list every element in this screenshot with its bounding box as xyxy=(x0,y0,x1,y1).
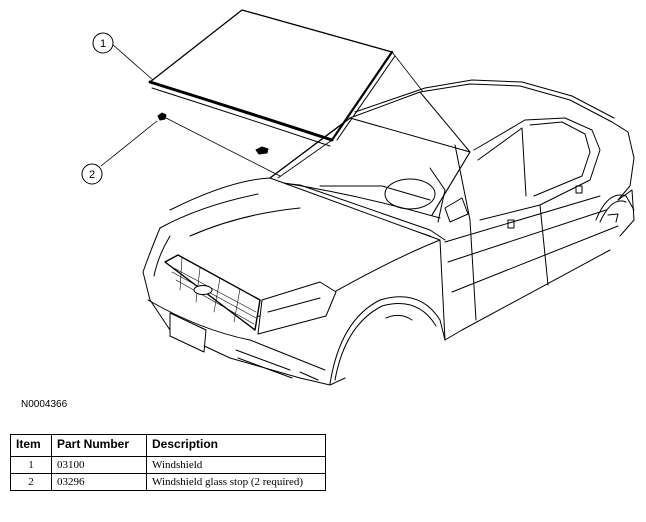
part-number: 03296 xyxy=(51,473,147,491)
callout-1-number: 1 xyxy=(100,38,106,50)
header-item: Item xyxy=(10,434,52,457)
callout-2: 2 xyxy=(81,163,103,185)
ford-emblem xyxy=(193,285,213,295)
parts-table: Item Part Number Description 1 03100 Win… xyxy=(10,434,326,491)
table-row: 1 03100 Windshield xyxy=(10,456,326,474)
windshield-glass xyxy=(148,9,396,147)
callout-1: 1 xyxy=(92,32,114,54)
header-description: Description xyxy=(146,434,326,457)
table-header-row: Item Part Number Description xyxy=(10,434,326,457)
description: Windshield xyxy=(146,456,326,474)
table-row: 2 03296 Windshield glass stop (2 require… xyxy=(10,473,326,491)
vehicle-windshield-illustration: 1 2 xyxy=(81,9,635,386)
description: Windshield glass stop (2 required) xyxy=(146,473,326,491)
header-part-number: Part Number xyxy=(51,434,147,457)
callout-2-leader xyxy=(100,120,158,167)
item-number: 1 xyxy=(10,456,52,474)
figure-id: N0004366 xyxy=(21,399,68,410)
part-number: 03100 xyxy=(51,456,147,474)
item-number: 2 xyxy=(10,473,52,491)
callout-2-number: 2 xyxy=(89,169,95,181)
windshield-glass-stop xyxy=(157,112,269,155)
callout-1-leader xyxy=(111,43,154,81)
vehicle-body xyxy=(142,79,635,386)
